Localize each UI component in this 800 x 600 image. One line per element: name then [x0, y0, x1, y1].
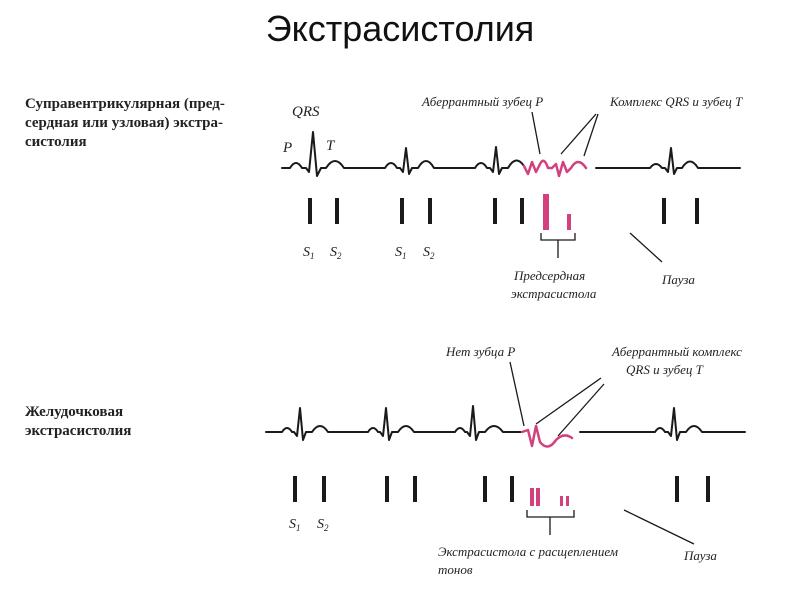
supra-aberrant-p-label: Аберрантный зубец P	[421, 94, 543, 109]
supra-ecg	[281, 131, 741, 177]
supra-label-line-3: систолия	[25, 134, 87, 150]
vent-pause-label: Пауза	[683, 548, 717, 563]
vent-s2-label: S2	[317, 517, 329, 533]
supra-qrs-label: QRS	[292, 104, 320, 120]
vent-aberrant-pointer-2	[557, 383, 605, 437]
supra-sound-extra-s1	[543, 194, 549, 230]
vent-aberrant-label-2: QRS и зубец T	[626, 362, 704, 377]
vent-aberrant-label-1: Аберрантный комплекс	[611, 344, 742, 359]
vent-extrasystole-label-1: Экстрасистола с расщеплением	[438, 544, 618, 559]
vent-sound-s1-2	[385, 476, 389, 502]
supra-ecg-extrasystole	[522, 159, 588, 178]
supra-aberrant-p-pointer	[531, 111, 541, 155]
supra-sound-s2-1	[335, 198, 339, 224]
ventricular-label: Желудочковая экстрасистолия	[25, 403, 131, 441]
supra-label-line-1: Суправентрикулярная (пред-	[25, 96, 225, 112]
vent-sound-s2-1	[322, 476, 326, 502]
vent-sound-s2-2	[413, 476, 417, 502]
supra-pause-pointer	[629, 232, 663, 263]
vent-ecg-aberrant-trace	[520, 424, 574, 448]
supra-complex-pointer-2	[583, 113, 599, 157]
supra-annotations: Аберрантный зубец P Комплекс QRS и зубец…	[421, 94, 743, 157]
vent-sound-s2-4	[706, 476, 710, 502]
vent-no-p-label: Нет зубца P	[445, 344, 515, 359]
supra-s2-label-1: S2	[330, 245, 342, 261]
supra-sound-s2-2	[428, 198, 432, 224]
supra-ecg-trace-after-pause	[595, 147, 741, 175]
vent-sound-extra-s1-b	[536, 488, 540, 506]
vent-sound-s1-4	[675, 476, 679, 502]
vent-sound-s2-3	[510, 476, 514, 502]
supra-sound-s2-3	[520, 198, 524, 224]
vent-ecg-trace-normal	[265, 405, 523, 441]
supra-sound-labels: S1 S2 S1 S2	[303, 245, 435, 261]
supra-sound-s1-3	[493, 198, 497, 224]
vent-sound-extra-s2-b	[566, 496, 569, 506]
supra-extrasystole-label-1: Предсердная	[513, 268, 585, 283]
supra-heart-sounds	[308, 194, 699, 230]
vent-sound-extra-s1-a	[530, 488, 534, 506]
supra-complex-label: Комплекс QRS и зубец T	[609, 94, 743, 109]
vent-extrasystole-label-2: тонов	[438, 562, 473, 577]
supra-complex-pointer-1	[560, 113, 597, 155]
vent-ecg-extrasystole	[520, 424, 574, 448]
supra-s1-label-1: S1	[303, 245, 315, 261]
vent-ecg-trace-after-pause	[579, 407, 746, 441]
vent-heart-sounds	[293, 476, 710, 506]
supra-wave-labels: QRS P T	[282, 104, 336, 156]
vent-label-line-1: Желудочковая	[25, 404, 124, 420]
vent-sound-labels: S1 S2	[289, 517, 329, 533]
supra-s1-label-2: S1	[395, 245, 407, 261]
supra-extrasystole-bracket	[540, 233, 576, 258]
supraventricular-label: Суправентрикулярная (пред- сердная или у…	[25, 95, 225, 152]
supra-ecg-trace-normal	[281, 131, 525, 177]
supra-sound-s1-2	[400, 198, 404, 224]
supra-sound-s1-4	[662, 198, 666, 224]
supra-sound-extra-s2	[567, 214, 571, 230]
supra-sound-s2-4	[695, 198, 699, 224]
vent-pause-pointer	[623, 509, 695, 545]
vent-no-p-pointer	[509, 361, 525, 427]
vent-label-line-2: экстрасистолия	[25, 423, 132, 439]
page-title: Экстрасистолия	[265, 8, 535, 49]
vent-ecg	[265, 405, 746, 441]
vent-sound-s1-3	[483, 476, 487, 502]
supra-extrasystole-label-2: экстрасистола	[511, 286, 597, 301]
vent-sound-s1-1	[293, 476, 297, 502]
supra-pause-label: Пауза	[661, 272, 695, 287]
vent-sound-extra-s2-a	[560, 496, 563, 506]
supra-label-line-2: сердная или узловая) экстра-	[25, 115, 224, 131]
vent-extrasystole-bracket	[526, 510, 575, 535]
supra-p-label: P	[282, 140, 292, 156]
supra-t-label: T	[326, 138, 336, 154]
supra-sound-s1-1	[308, 198, 312, 224]
supra-s2-label-2: S2	[423, 245, 435, 261]
vent-annotations: Нет зубца P Аберрантный комплекс QRS и з…	[445, 344, 742, 437]
vent-s1-label: S1	[289, 517, 301, 533]
vent-aberrant-pointer-1	[535, 377, 602, 425]
supra-ecg-aberrant-trace	[522, 159, 588, 178]
